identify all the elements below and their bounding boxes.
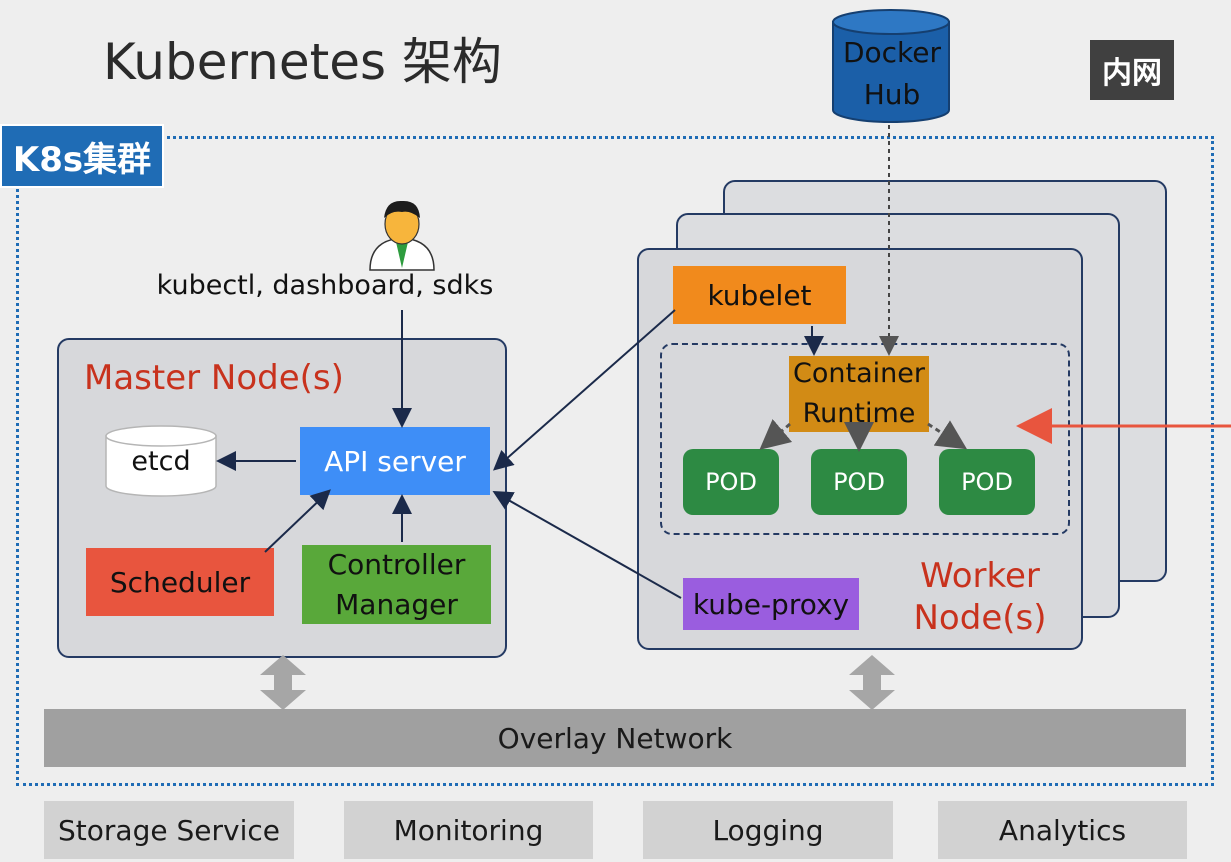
scheduler-box: Scheduler xyxy=(86,548,274,616)
kubelet-box: kubelet xyxy=(673,266,846,324)
docker-hub-line-1: Docker xyxy=(842,36,942,69)
logging-box: Logging xyxy=(643,801,893,859)
pod-box: POD xyxy=(811,449,907,515)
etcd-label: etcd xyxy=(131,446,191,477)
storage-service-box: Storage Service xyxy=(44,801,294,859)
master-overlay-double-arrow xyxy=(260,655,306,710)
kubelet-to-api-arrow xyxy=(493,309,676,471)
kube-proxy-box: kube-proxy xyxy=(683,578,859,630)
overlay-network-bar: Overlay Network xyxy=(44,709,1186,767)
controller-manager-box: Controller Manager xyxy=(302,545,491,624)
runtime-to-pod-arrow xyxy=(927,420,968,450)
controller-line-1: Controller xyxy=(327,547,466,581)
k8s-cluster-frame xyxy=(16,136,1214,786)
docker-hub-line-2: Hub xyxy=(863,78,921,111)
runtime-line-1: Container xyxy=(793,358,925,389)
client-tools-label: kubectl, dashboard, sdks xyxy=(156,270,494,301)
container-runtime-box: Container Runtime xyxy=(789,356,929,432)
kubeproxy-to-api-arrow xyxy=(492,491,682,599)
worker-overlay-double-arrow xyxy=(849,655,895,710)
monitoring-box: Monitoring xyxy=(344,801,593,859)
kubelet-to-runtime-arrow xyxy=(804,326,824,356)
pod-box: POD xyxy=(683,449,779,515)
intranet-badge: 内网 xyxy=(1090,40,1174,100)
docker-hub-label: Docker Hub xyxy=(834,32,950,116)
controller-line-2: Manager xyxy=(335,587,458,621)
master-node-title: Master Node(s) xyxy=(84,358,344,398)
scheduler-to-api-arrow xyxy=(264,489,331,553)
container-area xyxy=(660,343,1070,535)
worker-title-line-1: Worker xyxy=(920,556,1040,596)
k8s-cluster-label: K8s集群 xyxy=(0,124,164,188)
analytics-box: Analytics xyxy=(938,801,1187,859)
page-title: Kubernetes 架构 xyxy=(103,33,502,91)
worker-node-title: Worker Node(s) xyxy=(900,555,1060,639)
api-server-box: API server xyxy=(300,427,490,495)
pod-box: POD xyxy=(939,449,1035,515)
worker-title-line-2: Node(s) xyxy=(913,598,1047,638)
runtime-to-pod-arrow xyxy=(759,419,793,450)
